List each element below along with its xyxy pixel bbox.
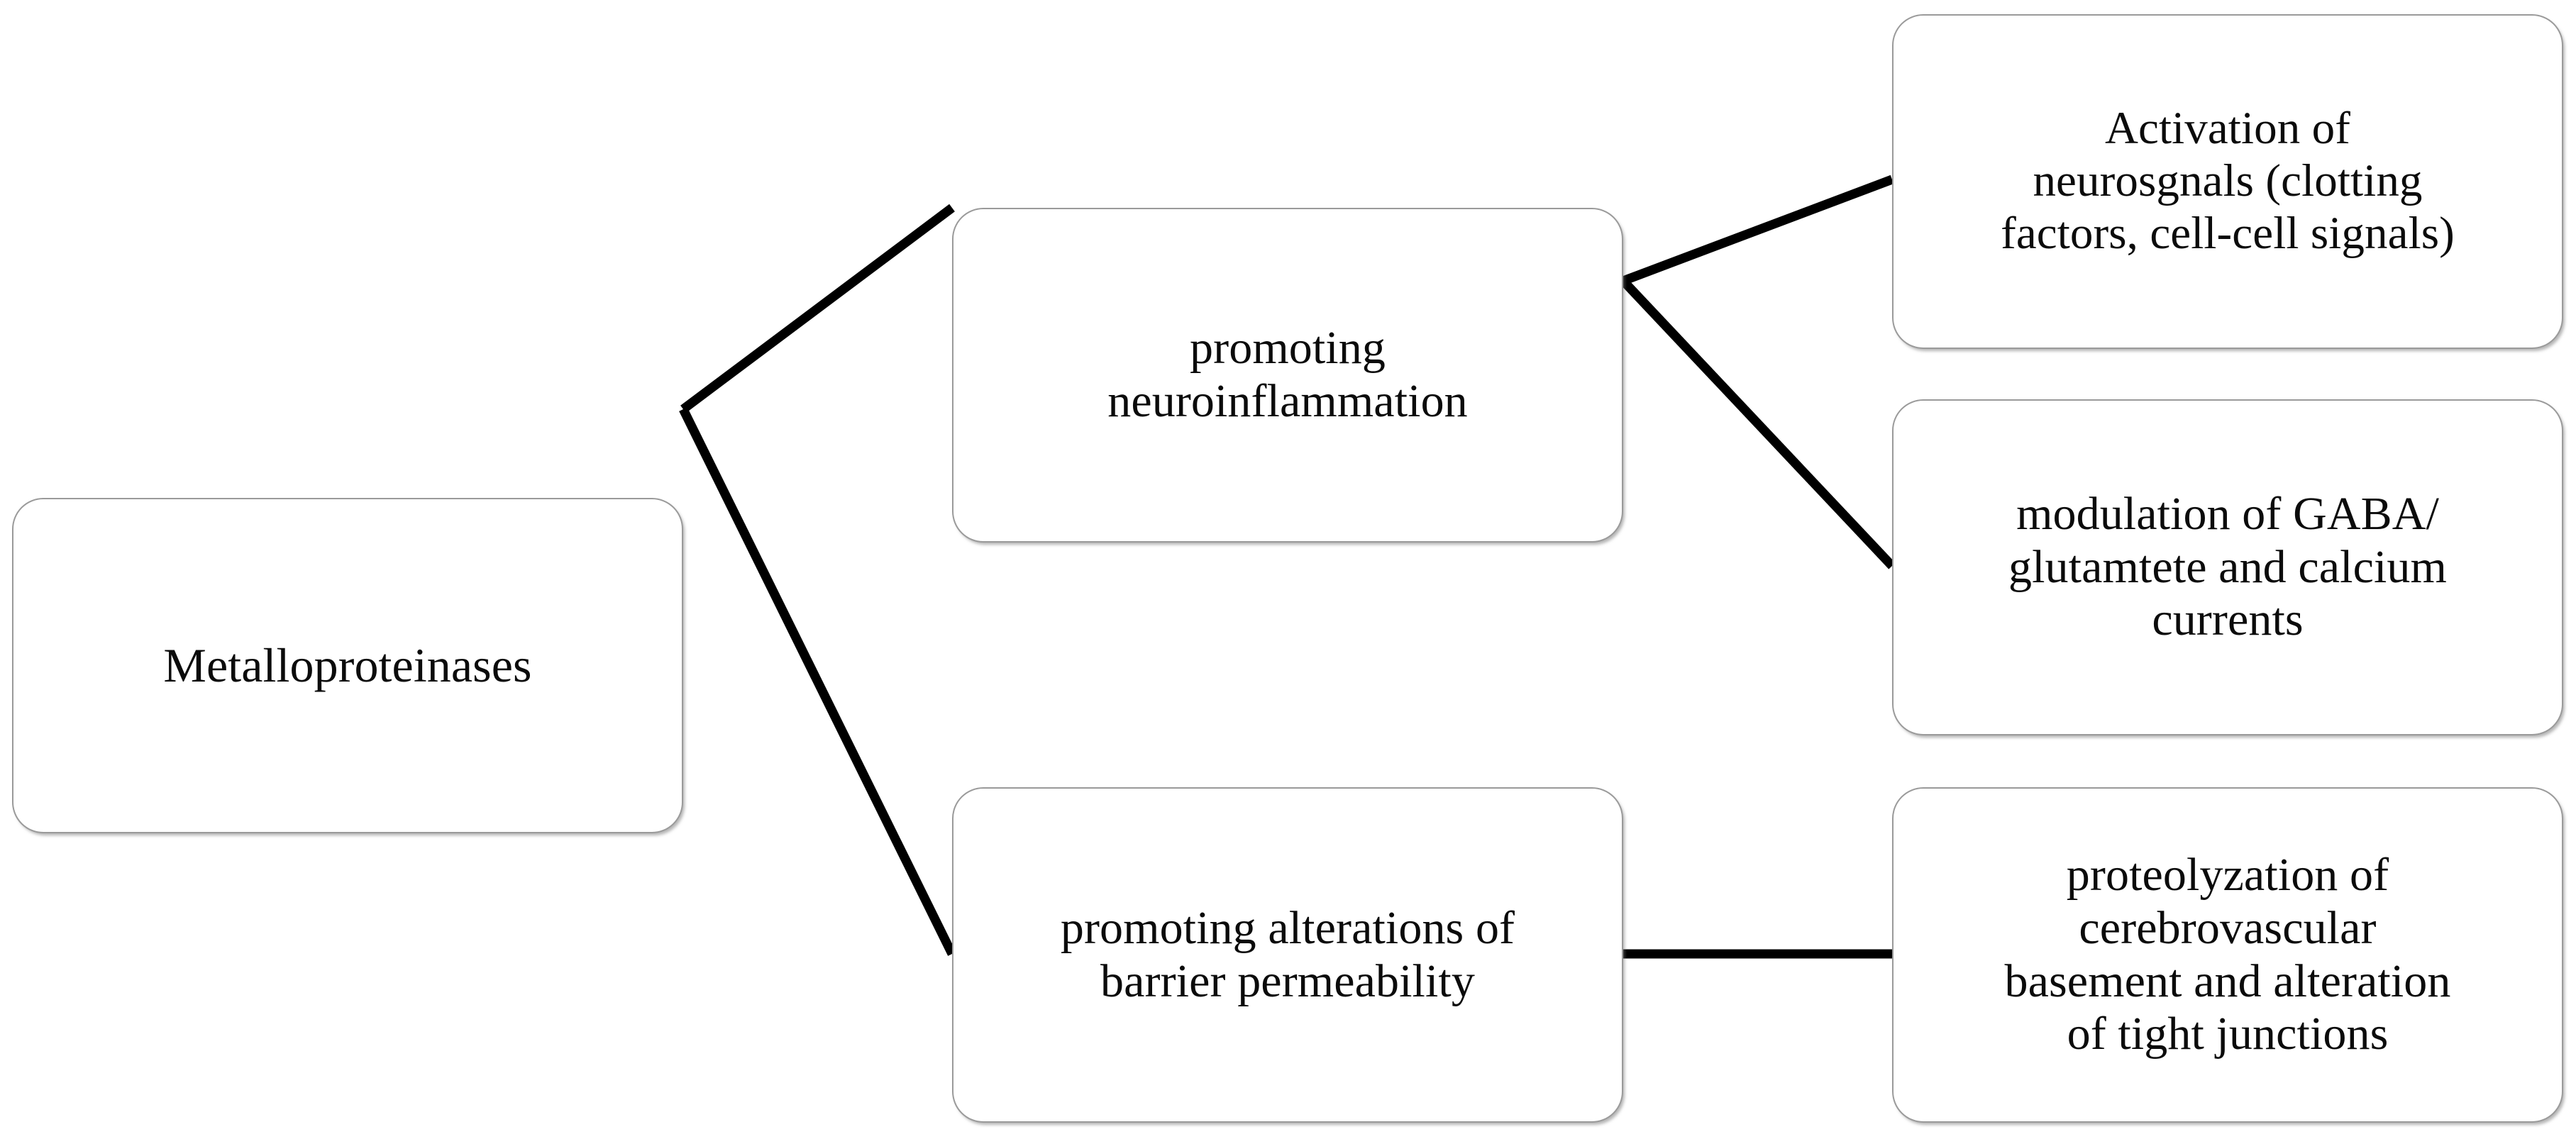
- node-activation-of-neurosignals[interactable]: Activation of neurosgnals (clotting fact…: [1892, 14, 2563, 349]
- node-proteolyzation-of-cerebrovascular-basement[interactable]: proteolyzation of cerebrovascular baseme…: [1892, 787, 2563, 1123]
- connector-neuroinflammation-to-activation: [1621, 174, 1894, 286]
- node-modulation-of-gaba-glutamate-calcium[interactable]: modulation of GABA/ glutamtete and calci…: [1892, 399, 2563, 735]
- connector-root-to-barrier: [679, 407, 956, 956]
- node-metalloproteinases-label: Metalloproteinases: [163, 638, 532, 692]
- node-metalloproteinases[interactable]: Metalloproteinases: [12, 498, 683, 833]
- node-modulation-of-gaba-glutamate-calcium-label: modulation of GABA/ glutamtete and calci…: [2008, 487, 2447, 646]
- node-promoting-neuroinflammation[interactable]: promoting neuroinflammation: [952, 208, 1623, 543]
- node-promoting-alterations-of-barrier-permeability[interactable]: promoting alterations of barrier permeab…: [952, 787, 1623, 1123]
- connector-neuroinflammation-to-modulation: [1620, 277, 1896, 570]
- node-proteolyzation-of-cerebrovascular-basement-label: proteolyzation of cerebrovascular baseme…: [2004, 848, 2451, 1060]
- node-promoting-neuroinflammation-label: promoting neuroinflammation: [1107, 322, 1468, 427]
- connector-root-to-neuroinflammation: [680, 204, 955, 413]
- node-promoting-alterations-of-barrier-permeability-label: promoting alterations of barrier permeab…: [1060, 901, 1515, 1007]
- node-activation-of-neurosignals-label: Activation of neurosgnals (clotting fact…: [2001, 103, 2455, 259]
